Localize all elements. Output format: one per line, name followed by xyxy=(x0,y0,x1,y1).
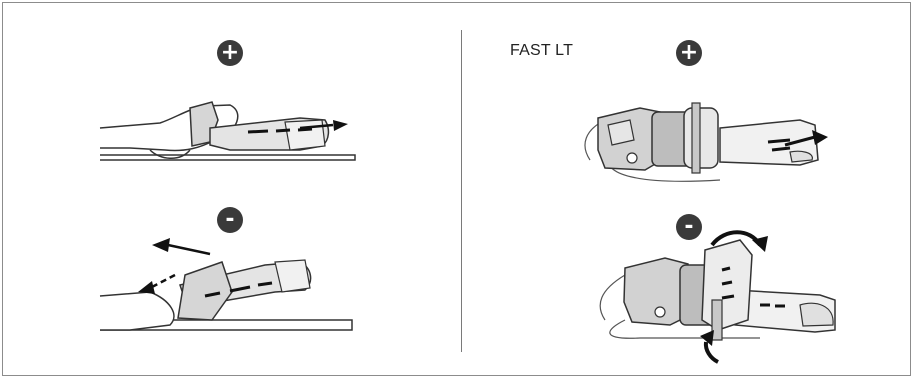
right-loosen-illustration xyxy=(0,0,915,380)
